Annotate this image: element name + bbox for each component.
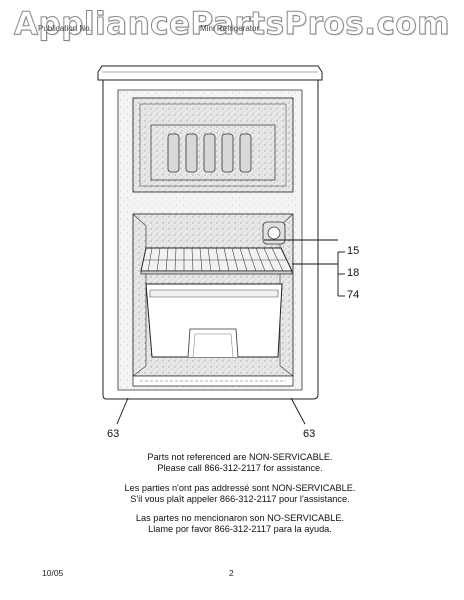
note-es-line2: Llame por favor 866-312-2117 para la ayu… [148, 524, 332, 534]
note-es-line1: Las partes no mencionaron son NO-SERVICA… [135, 513, 345, 523]
cabinet-top [97, 65, 323, 81]
wire-shelf [140, 247, 293, 275]
watermark-logo: AppliancePartsPros.com [14, 6, 450, 43]
notes-french: Les parties n'ont pas addressé sont NON-… [60, 483, 420, 505]
callout-18: 18 [347, 267, 360, 279]
notes-english: Parts not referenced are NON-SERVICABLE.… [60, 452, 420, 474]
header-model: Mini Refrigerator [200, 24, 260, 33]
callout-15: 15 [347, 245, 360, 257]
freezer-ribs [167, 133, 252, 173]
thermostat-knob [262, 221, 286, 245]
callout-63-right: 63 [303, 428, 316, 440]
callout-63-leaders [116, 397, 306, 425]
crisper-drawer [145, 283, 283, 358]
callout-bracket [264, 239, 345, 297]
footer-date: 10/05 [42, 568, 64, 578]
note-en-line1: Parts not referenced are NON-SERVICABLE. [147, 452, 333, 462]
note-fr-line1: Les parties n'ont pas addressé sont NON-… [124, 483, 356, 493]
notes-spanish: Las partes no mencionaron son NO-SERVICA… [60, 513, 420, 535]
footer-page-number: 2 [229, 568, 234, 578]
note-en-line2: Please call 866-312-2117 for assistance. [157, 463, 323, 473]
header-publication: Publication No. [38, 24, 92, 33]
freezer-compartment [132, 97, 294, 193]
callout-63-left: 63 [107, 428, 120, 440]
note-fr-line2: S'il vous plaît appeler 866-312-2117 pou… [130, 494, 350, 504]
base-grille [132, 375, 294, 387]
callout-74: 74 [347, 289, 360, 301]
